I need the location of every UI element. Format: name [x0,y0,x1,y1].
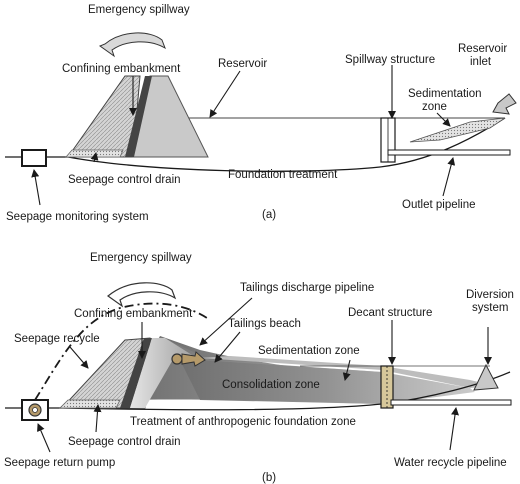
label-reservoir-inlet-line2: inlet [470,56,492,68]
label-confining-embankment-a: Confining embankment [62,63,181,75]
sedimentation-zone-shape [409,117,506,143]
label-water-recycle-pipeline: Water recycle pipeline [394,457,507,469]
label-confining-embankment-b: Confining embankment [74,308,193,320]
caption-a: (a) [262,209,276,221]
label-outlet-pipeline: Outlet pipeline [402,199,476,211]
label-tailings-beach: Tailings beach [228,318,301,330]
ground-line-b [5,371,511,411]
embankment-core [125,76,152,157]
label-tailings-discharge-pipeline: Tailings discharge pipeline [240,282,374,294]
seepage-control-drain-b-shape [59,399,121,409]
label-sedimentation-zone-line1: Sedimentation [408,88,482,100]
seepage-recycle-line [34,302,211,401]
label-seepage-monitoring-system: Seepage monitoring system [6,211,149,223]
ground-line [5,117,506,172]
label-seepage-recycle: Seepage recycle [14,333,100,345]
seepage-control-drain-shape [65,149,124,158]
outlet-pipeline-shape [387,149,511,156]
sedimentation-zone-b-shape [200,356,495,388]
label-consolidation-zone: Consolidation zone [222,379,320,391]
label-spillway-structure: Spillway structure [345,54,435,66]
label-reservoir-inlet-line1: Reservoir [458,43,507,55]
caption-b: (b) [262,472,276,484]
label-diversion-system-line2: system [472,302,508,314]
tailings-discharge-arrow [181,351,206,367]
label-decant-structure: Decant structure [348,307,432,319]
label-treatment-foundation-zone: Treatment of anthropogenic foundation zo… [130,416,356,428]
panel-a: Emergency spillway Confining embankment … [5,4,517,223]
label-diversion-system-line1: Diversion [466,289,514,301]
diversion-system-shape [473,363,499,391]
seepage-monitoring-box [21,149,47,167]
label-seepage-control-drain-b: Seepage control drain [68,436,181,448]
label-reservoir-a: Reservoir [218,58,267,70]
label-sedimentation-zone-b: Sedimentation zone [258,345,360,357]
emergency-spillway-arrow [98,32,166,58]
water-recycle-pipeline-shape [390,399,512,406]
tailings-surface [175,350,475,404]
panel-b: Emergency spillway Tailings discharge pi… [4,252,514,484]
label-emergency-spillway-b: Emergency spillway [90,252,192,264]
label-sedimentation-zone-line2: zone [422,101,447,113]
label-foundation-treatment: Foundation treatment [228,169,338,181]
reservoir-inlet-arrow [492,93,517,115]
tailings-discharge-pipe-icon [171,353,183,365]
label-emergency-spillway-a: Emergency spillway [88,4,190,16]
label-seepage-control-drain-a: Seepage control drain [68,174,181,186]
label-seepage-return-pump: Seepage return pump [4,457,115,469]
emergency-spillway-arrow-b [106,282,177,308]
